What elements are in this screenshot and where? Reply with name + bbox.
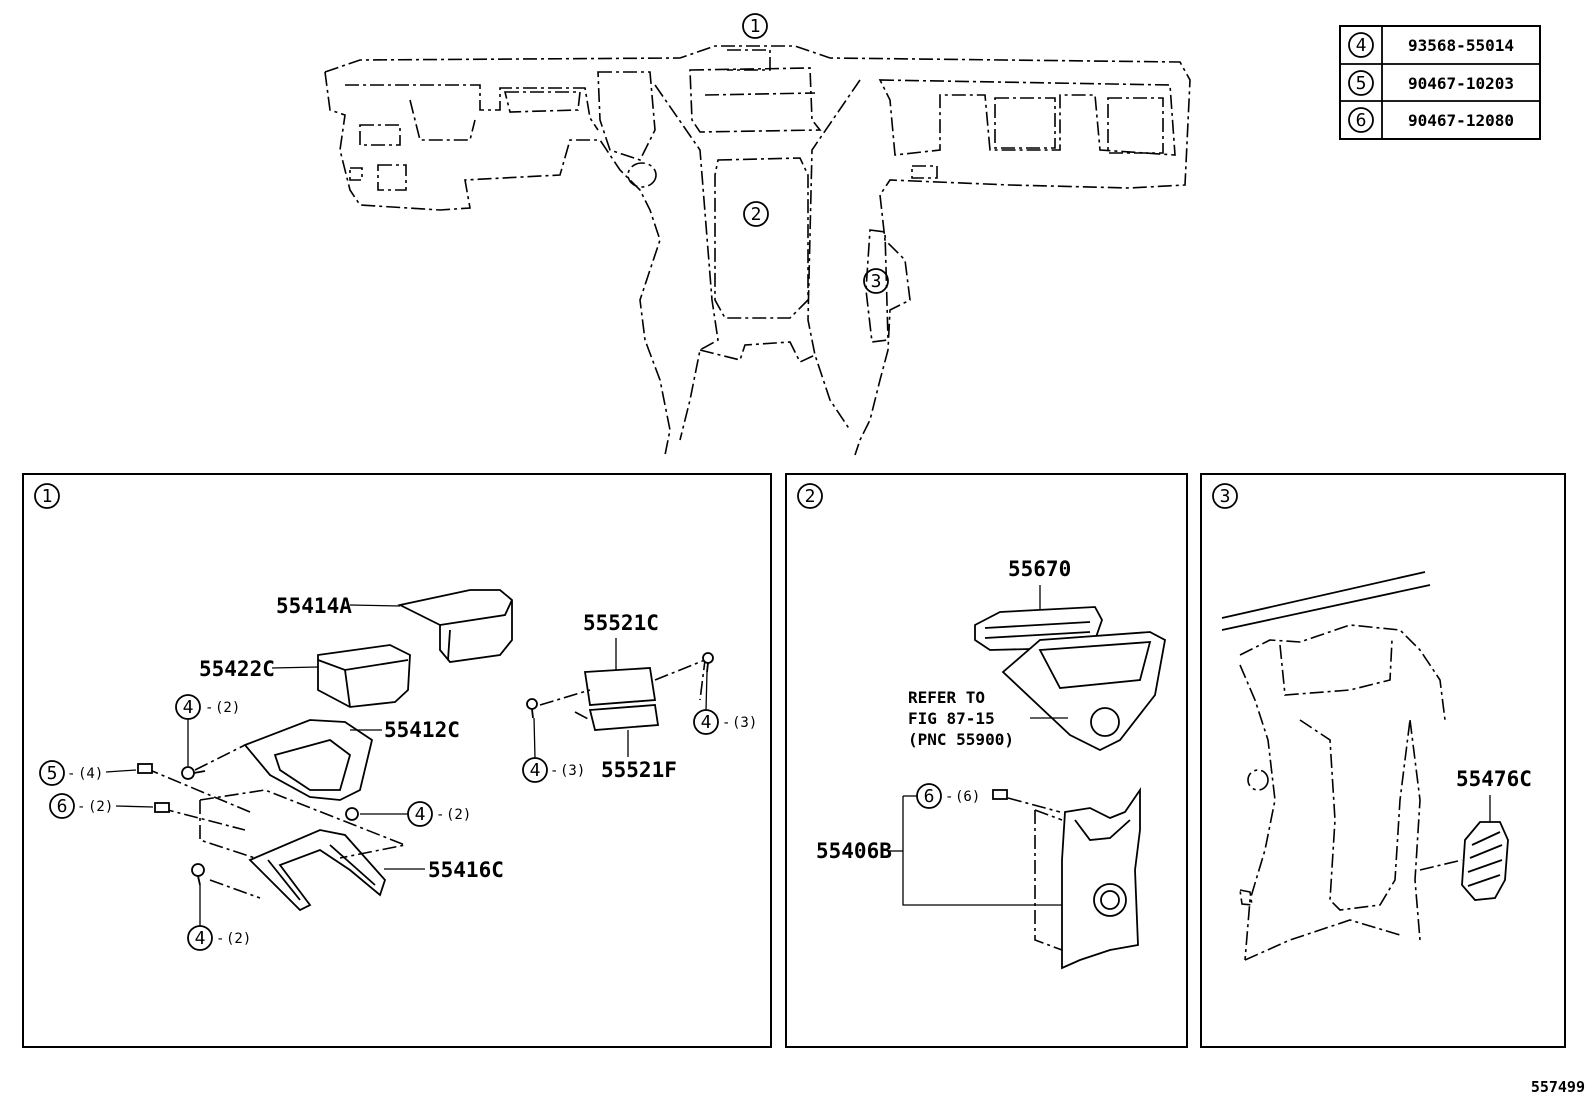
fastener-callout: 4 - (3) — [522, 717, 585, 783]
screw-icon — [181, 766, 206, 780]
svg-text:55521F: 55521F — [601, 758, 677, 782]
detail-panel-3: 3 55476C — [1200, 473, 1566, 1048]
part-55412C: 55412C — [243, 718, 460, 801]
table-ref: 6 — [1356, 110, 1367, 131]
svg-text:(2): (2) — [446, 807, 471, 823]
svg-text:6: 6 — [57, 796, 68, 817]
screw-icon — [345, 807, 359, 821]
svg-text:(PNC 55900): (PNC 55900) — [908, 730, 1014, 749]
panel-callout: 1 — [42, 486, 53, 507]
table-part-number: 93568-55014 — [1408, 36, 1514, 55]
svg-text:4: 4 — [530, 760, 541, 781]
svg-text:6: 6 — [924, 786, 935, 807]
part-55476C: 55476C — [1419, 767, 1532, 901]
svg-text:-: - — [722, 715, 730, 731]
fastener-callout: 4 - (3) — [693, 671, 757, 735]
table-ref: 4 — [1356, 35, 1367, 56]
svg-text:(3): (3) — [732, 715, 757, 731]
callout-3: 3 — [863, 268, 889, 294]
fastener-callout: 6 - (6) — [916, 783, 980, 809]
dashboard-overview: 1 2 3 — [324, 13, 1191, 456]
svg-text:1: 1 — [750, 16, 761, 37]
svg-text:(6): (6) — [955, 789, 980, 805]
detail-panel-2: 2 55670 REFER TO FIG 87-15 (PNC 55900) — [785, 473, 1188, 1048]
fastener-table: 4 93568-55014 5 90467-10203 6 90467-1208… — [1339, 25, 1541, 140]
svg-text:(3): (3) — [560, 763, 585, 779]
part-55406B: 55406B — [816, 787, 1141, 970]
svg-text:FIG 87-15: FIG 87-15 — [908, 709, 995, 728]
figure-id: 557499 — [1531, 1078, 1585, 1096]
svg-text:-: - — [550, 763, 558, 779]
callout-1: 1 — [742, 13, 768, 39]
svg-text:REFER TO: REFER TO — [908, 688, 985, 707]
svg-text:(2): (2) — [88, 799, 113, 815]
refer-note: REFER TO FIG 87-15 (PNC 55900) — [908, 688, 1068, 749]
clip-icon — [154, 802, 170, 813]
detail-panel-1: 1 55414A 55422C 55412C — [22, 473, 772, 1048]
svg-text:-: - — [436, 807, 444, 823]
svg-text:4: 4 — [183, 697, 194, 718]
svg-text:3: 3 — [871, 271, 882, 292]
fastener-callout: 6 - (2) — [49, 793, 154, 819]
svg-text:2: 2 — [751, 204, 762, 225]
table-part-number: 90467-12080 — [1408, 111, 1514, 130]
svg-text:-: - — [205, 700, 213, 716]
table-row: 4 93568-55014 — [1348, 32, 1514, 58]
clip-icon — [992, 789, 1008, 800]
svg-text:55414A: 55414A — [276, 594, 352, 618]
callout-2: 2 — [743, 201, 769, 227]
svg-text:-: - — [67, 766, 75, 782]
svg-text:-: - — [77, 799, 85, 815]
svg-text:5: 5 — [47, 763, 58, 784]
svg-text:55670: 55670 — [1008, 557, 1071, 581]
screw-icon — [702, 652, 714, 673]
svg-text:-: - — [216, 931, 224, 947]
svg-text:4: 4 — [701, 712, 712, 733]
svg-text:4: 4 — [195, 928, 206, 949]
svg-text:55422C: 55422C — [199, 657, 275, 681]
part-55422C: 55422C — [199, 644, 411, 708]
fastener-callout: 4 - (2) — [175, 694, 240, 766]
panel-callout: 3 — [1220, 486, 1231, 507]
table-ref: 5 — [1356, 73, 1367, 94]
table-part-number: 90467-10203 — [1408, 74, 1514, 93]
console-side-view — [1221, 571, 1446, 961]
fastener-callout: 4 - (2) — [187, 885, 251, 951]
svg-text:55412C: 55412C — [384, 718, 460, 742]
table-row: 6 90467-12080 — [1348, 107, 1514, 133]
panel-callout: 2 — [805, 486, 816, 507]
svg-text:55416C: 55416C — [428, 858, 504, 882]
part-55416C: 55416C — [248, 829, 504, 912]
fastener-callout: 5 - (4) — [39, 760, 137, 786]
fastener-callout: 4 - (2) — [360, 801, 471, 827]
table-row: 5 90467-10203 — [1348, 70, 1514, 96]
svg-text:55521C: 55521C — [583, 611, 659, 635]
clip-icon — [137, 763, 153, 774]
vent-bezel-ref — [1001, 631, 1167, 752]
screw-icon — [191, 863, 205, 886]
part-55521C: 55521C — [583, 611, 659, 706]
part-55521F: 55521F — [588, 704, 677, 782]
part-55414A: 55414A — [276, 589, 513, 663]
svg-text:4: 4 — [415, 804, 426, 825]
svg-text:55406B: 55406B — [816, 839, 892, 863]
svg-text:(2): (2) — [226, 931, 251, 947]
svg-text:(2): (2) — [215, 700, 240, 716]
screw-icon — [526, 698, 538, 719]
svg-text:(4): (4) — [78, 766, 103, 782]
svg-text:-: - — [945, 789, 953, 805]
svg-text:55476C: 55476C — [1456, 767, 1532, 791]
